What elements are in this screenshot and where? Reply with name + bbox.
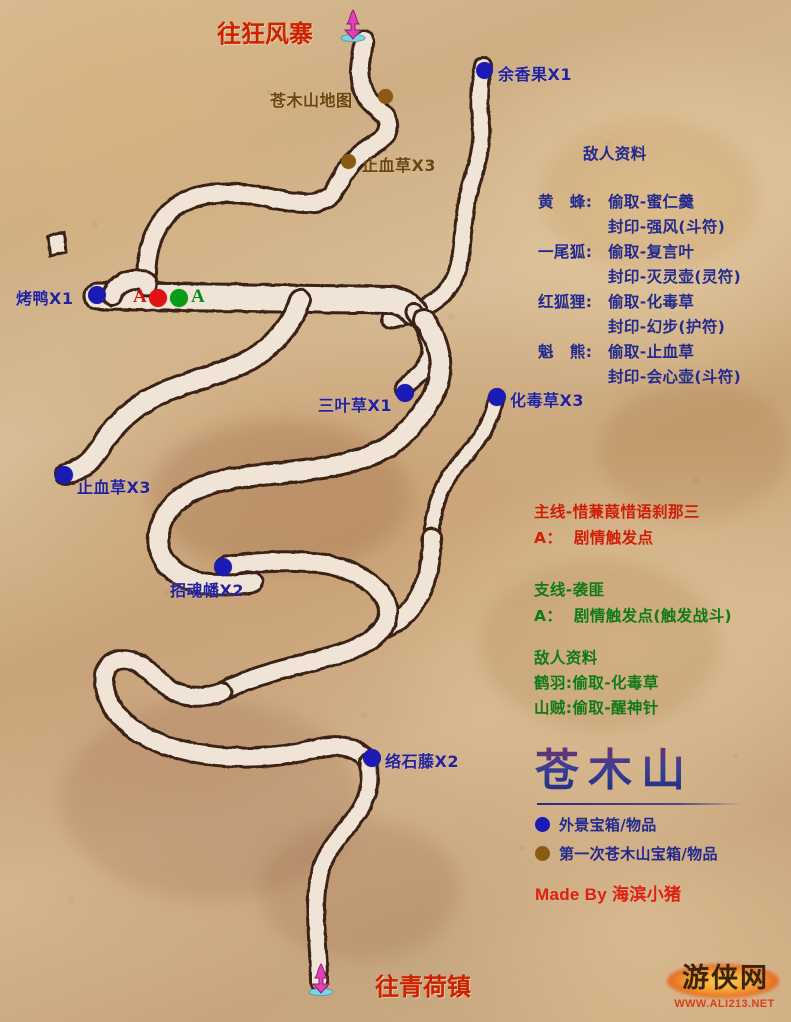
enemy-info-heading: 敌人资料 xyxy=(583,145,647,163)
legend-swatch-brown xyxy=(535,845,550,861)
marker-label-zhixuecao-top: 止血草X3 xyxy=(362,156,436,175)
trigger-dot-red[interactable] xyxy=(149,289,167,307)
enemy-seal-0: 封印-强风(斗符) xyxy=(608,218,726,236)
enemy-info-green-line-0: 鹤羽:偷取-化毒草 xyxy=(534,674,659,692)
site-watermark: 游侠网 WWW.ALI213.NET xyxy=(663,958,785,1016)
marker-label-zhaohunfan: 招魂幡X2 xyxy=(170,581,244,600)
side-quest-title: 支线-袭匪 xyxy=(534,581,605,599)
enemy-info-green-line-1: 山贼:偷取-醒神针 xyxy=(534,699,659,717)
enemy-steal-3: 偷取-止血草 xyxy=(608,343,695,361)
trigger-dot-green[interactable] xyxy=(170,289,188,307)
marker-dot-luoshiteng[interactable] xyxy=(363,749,381,767)
marker-dot-kaoya[interactable] xyxy=(88,286,106,304)
exit-label-north: 往狂风寨 xyxy=(217,20,313,48)
enemy-name-2: 红狐狸: xyxy=(538,293,593,311)
marker-dot-huaducao[interactable] xyxy=(488,388,506,406)
enemy-seal-2: 封印-幻步(护符) xyxy=(608,318,726,336)
marker-dot-map-item[interactable] xyxy=(378,89,393,104)
side-quest-note: A： 剧情触发点(触发战斗) xyxy=(534,607,732,625)
enemy-steal-0: 偷取-蜜仁羹 xyxy=(608,193,695,211)
enemy-seal-3: 封印-会心壶(斗符) xyxy=(608,368,742,386)
watermark-url: WWW.ALI213.NET xyxy=(674,998,775,1010)
enemy-name-3: 魁 熊: xyxy=(538,343,593,361)
title-divider xyxy=(537,803,742,805)
trigger-letter-a-green[interactable]: A xyxy=(191,286,205,307)
marker-label-huaducao: 化毒草X3 xyxy=(510,391,584,410)
marker-label-map-item: 苍木山地图 xyxy=(270,91,353,110)
enemy-steal-1: 偷取-复言叶 xyxy=(608,243,695,261)
enemy-name-0: 黄 蜂: xyxy=(538,193,593,211)
marker-label-sanyecao: 三叶草X1 xyxy=(318,396,392,415)
credit-author: 海滨小猪 xyxy=(612,885,682,905)
credit-line: Made By 海滨小猪 xyxy=(535,880,775,905)
marker-dot-zhixuecao-top[interactable] xyxy=(341,154,356,169)
watermark-glow xyxy=(667,964,779,998)
marker-dot-zhixuecao-left[interactable] xyxy=(55,466,73,484)
portal-arrow-south-icon xyxy=(308,963,334,996)
marker-dot-yuxiangguo[interactable] xyxy=(476,62,493,79)
marker-label-zhixuecao-left: 止血草X3 xyxy=(77,478,151,497)
map-title: 苍木山 xyxy=(535,745,775,797)
exit-label-south: 往青荷镇 xyxy=(375,973,471,1001)
enemy-info-green-heading: 敌人资料 xyxy=(534,649,598,667)
legend-label-first-visit-chest: 第一次苍木山宝箱/物品 xyxy=(559,844,718,863)
main-quest-note: A： 剧情触发点 xyxy=(534,529,654,547)
credit-prefix: Made By xyxy=(535,885,613,904)
enemy-name-1: 一尾狐: xyxy=(538,243,593,261)
main-quest-title: 主线-惜蒹葭惜语刹那三 xyxy=(534,503,700,521)
enemy-steal-2: 偷取-化毒草 xyxy=(608,293,695,311)
legend-label-outdoor-chest: 外景宝箱/物品 xyxy=(559,815,657,834)
watermark-site-name: 游侠网 xyxy=(682,963,769,994)
trigger-letter-a-red[interactable]: A xyxy=(133,286,147,307)
marker-label-luoshiteng: 络石藤X2 xyxy=(385,752,459,771)
marker-dot-sanyecao[interactable] xyxy=(396,384,414,402)
legend-swatch-blue xyxy=(535,816,550,832)
legend-item-outdoor-chest: 外景宝箱/物品 xyxy=(535,814,775,834)
marker-label-kaoya: 烤鸭X1 xyxy=(16,289,74,308)
legend-item-first-visit-chest: 第一次苍木山宝箱/物品 xyxy=(535,843,775,863)
marker-label-yuxiangguo: 余香果X1 xyxy=(498,65,572,84)
enemy-seal-1: 封印-灭灵壶(灵符) xyxy=(608,268,742,286)
marker-dot-zhaohunfan[interactable] xyxy=(214,558,232,576)
portal-arrow-north-icon xyxy=(340,9,366,42)
title-block: 苍木山 外景宝箱/物品 第一次苍木山宝箱/物品 Made By 海滨小猪 xyxy=(535,745,775,905)
